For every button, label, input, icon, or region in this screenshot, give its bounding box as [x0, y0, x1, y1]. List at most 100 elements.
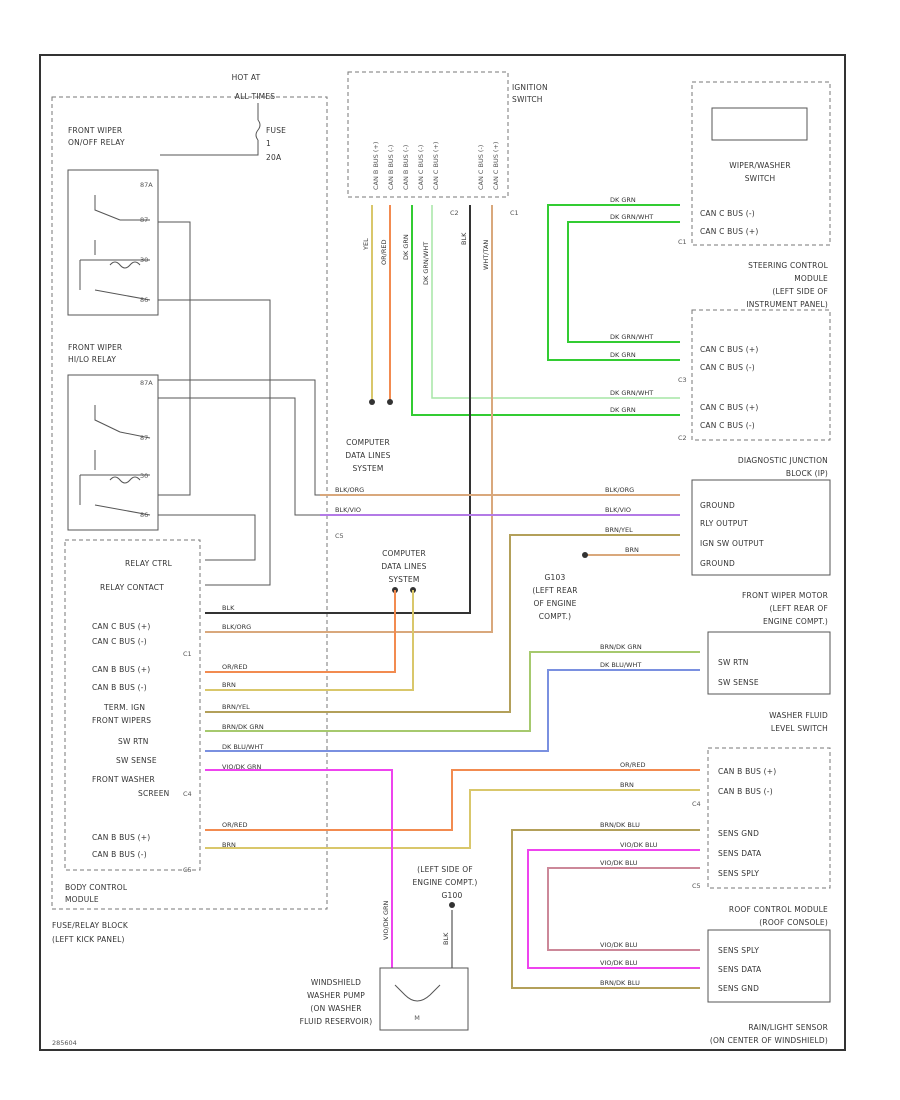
fwm-label-1: FRONT WIPER MOTOR [742, 591, 828, 600]
wfl-pin-3: SENS GND [718, 829, 759, 838]
wl-bcm-dk-blu-wht: DK BLU/WHT [222, 743, 263, 751]
wire-sens-gnd [511, 829, 700, 989]
sccm-label-3: (LEFT SIDE OF [772, 287, 828, 296]
onoff-relay-coil [109, 261, 141, 269]
roof-pin-1: SENS SPLY [718, 946, 759, 955]
wire-washer-screen [205, 769, 393, 968]
ign-pin-3: CAN B BUS (-) [402, 145, 410, 190]
wiper-switch-inner [711, 107, 808, 141]
wl-bcm-blk-org: BLK/ORG [222, 623, 251, 631]
wiper-switch-pin-1: CAN C BUS (-) [700, 209, 755, 218]
wl-blk-org-r: BLK/ORG [605, 486, 634, 494]
bcm-can-b-minus: CAN B BUS (-) [92, 683, 147, 692]
wl-roof-3: BRN/DK BLU [600, 979, 640, 987]
wiper-switch-pin-2: CAN C BUS (+) [700, 227, 759, 236]
sccm-label-2: MODULE [794, 274, 828, 283]
wl-sccm-3: DK GRN/WHT [610, 389, 653, 397]
wiper-washer-switch-outline [691, 81, 831, 246]
wl-bcm-brn-dk-grn: BRN/DK GRN [222, 723, 264, 731]
sccm-pin-1: CAN C BUS (+) [700, 345, 759, 354]
ign-pin-5: CAN C BUS (+) [432, 142, 440, 190]
sccm-outline [691, 309, 831, 441]
hilo-pin-30: 30 [140, 472, 148, 480]
wire-ign-dk-grn [411, 205, 680, 416]
bcm-term-ign: TERM. IGN [103, 703, 145, 712]
djb-pin-1: GROUND [700, 501, 735, 510]
wire-can-b-plus [205, 590, 396, 673]
cdls-mid-2: DATA LINES [381, 562, 426, 571]
bcm-can-b-plus-2: CAN B BUS (+) [92, 833, 150, 842]
ignition-switch-label-2: SWITCH [512, 95, 543, 104]
ignition-pin-labels: CAN B BUS (+) CAN B BUS (-) CAN B BUS (-… [372, 142, 500, 190]
fuse-relay-block-outline [51, 96, 328, 910]
bcm-screen: SCREEN [138, 789, 170, 798]
djb-ground-dot [582, 552, 588, 558]
onoff-ctrl-wire [158, 299, 271, 586]
ign-pin-7: CAN C BUS (+) [492, 142, 500, 190]
splice-yel [369, 399, 375, 405]
lse-label-2: ENGINE COMPT.) [412, 878, 477, 887]
sccm-label-1: STEERING CONTROL [748, 261, 828, 270]
wl-blk-org-l: BLK/ORG [335, 486, 364, 494]
fuse-amps: 20A [266, 153, 282, 162]
roof-label-2: (ROOF CONSOLE) [759, 918, 828, 927]
washer-pump-motor-symbol [394, 984, 441, 1002]
wire-ign-blk [205, 205, 471, 614]
rain-light-label-1: RAIN/LIGHT SENSOR [748, 1023, 828, 1032]
wl-bcm-or-red-2: OR/RED [222, 821, 247, 829]
wl-sccm-1: DK GRN/WHT [610, 333, 653, 341]
ignition-switch-label-1: IGNITION [512, 83, 548, 92]
g100-ground-dot [449, 902, 455, 908]
wl-wfl-1: OR/RED [620, 761, 645, 769]
fuse-number: 1 [266, 139, 271, 148]
wiper-switch-label-1: WIPER/WASHER [729, 161, 791, 170]
sccm-label-4: INSTRUMENT PANEL) [746, 300, 828, 309]
wfl-outline [707, 747, 831, 889]
sccm-pin-4: CAN C BUS (-) [700, 421, 755, 430]
g103-label-2: (LEFT REAR [532, 586, 577, 595]
wl-dk-grn-wht: DK GRN/WHT [422, 242, 430, 285]
ignition-switch-outline [347, 71, 509, 198]
hilo-relay-coil [109, 476, 141, 484]
wl-bcm-brn-yel: BRN/YEL [222, 703, 250, 711]
bcm-conn-c5: C5 [183, 866, 192, 874]
hilo-relay-label-2: HI/LO RELAY [68, 355, 116, 364]
bcm-can-b-minus-2: CAN B BUS (-) [92, 850, 147, 859]
hilo-87-wire [158, 397, 320, 516]
djb-pin-4: GROUND [700, 559, 735, 568]
bcm-can-c-plus: CAN C BUS (+) [92, 622, 151, 631]
body-control-label-2: MODULE [65, 895, 99, 904]
wire-brn-yel [205, 534, 680, 713]
roof-pin-3: SENS GND [718, 984, 759, 993]
fuse-relay-label-1: FUSE/RELAY BLOCK [52, 921, 129, 930]
washer-pump-motor-m: M [414, 1014, 420, 1022]
hilo-86-wire [158, 514, 256, 561]
hilo-relay-contacts [79, 405, 151, 516]
djb-box [691, 479, 831, 576]
hot-at-label-1: HOT AT [232, 73, 261, 82]
wl-roof-2: VIO/DK BLU [600, 959, 638, 967]
ign-conn-c1: C1 [510, 209, 519, 217]
wire-sw-rtn [205, 651, 700, 732]
wl-sccm-4: DK GRN [610, 406, 636, 414]
wl-bcm-brn-2: BRN [222, 841, 236, 849]
roof-label-1: ROOF CONTROL MODULE [729, 905, 828, 914]
wiper-switch-label-2: SWITCH [745, 174, 776, 183]
bcm-front-washer: FRONT WASHER [92, 775, 155, 784]
hilo-87a-wire [158, 379, 320, 496]
bcm-front-wipers: FRONT WIPERS [92, 716, 151, 725]
wire-sw-dk-grn [547, 204, 680, 361]
wl-bcm-or-red: OR/RED [222, 663, 247, 671]
ign-conn-c2: C2 [450, 209, 459, 217]
wl-or-red: OR/RED [380, 240, 388, 265]
wl-blk: BLK [460, 232, 468, 245]
wfl-pin-1: CAN B BUS (+) [718, 767, 776, 776]
bcm-conn-c4: C4 [183, 790, 192, 798]
fwm-label-3: ENGINE COMPT.) [763, 617, 828, 626]
fuse-label: FUSE [266, 126, 286, 135]
fwm-pin-2: SW SENSE [718, 678, 759, 687]
wfl-conn-c5: C5 [692, 882, 701, 890]
wire-ign-tan [205, 205, 493, 633]
djb-pin-3: IGN SW OUTPUT [700, 539, 764, 548]
onoff-relay-label-2: ON/OFF RELAY [68, 138, 125, 147]
